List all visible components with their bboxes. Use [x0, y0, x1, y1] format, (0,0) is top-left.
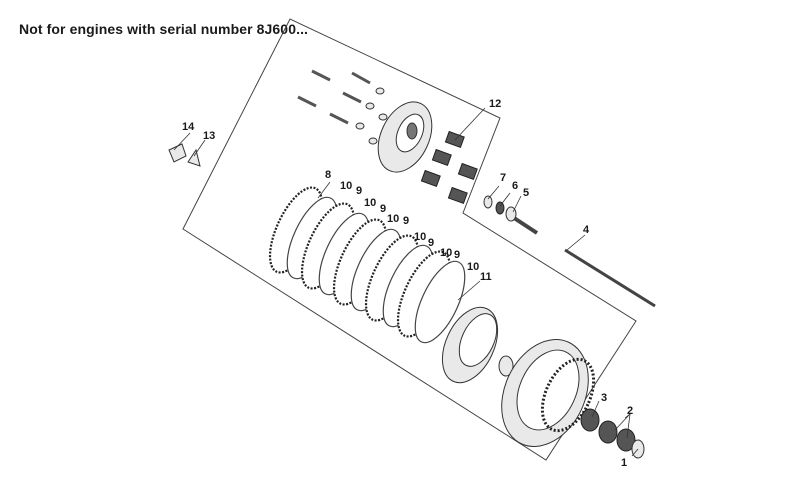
- bolts-group: [297, 69, 371, 125]
- callout-4: 4: [583, 224, 590, 236]
- callout-9-b: 9: [380, 203, 386, 215]
- callout-14: 14: [182, 121, 195, 133]
- bearings-group: [580, 408, 645, 459]
- diagram-note: Not for engines with serial number 8J600…: [19, 21, 309, 37]
- clutch-basket: [501, 339, 596, 447]
- push-rod: [564, 248, 656, 308]
- clutch-springs: [420, 130, 478, 205]
- callout-10-f: 10: [467, 261, 479, 273]
- callout-7: 7: [500, 172, 506, 184]
- callout-8: 8: [325, 169, 331, 181]
- callout-2: 2: [627, 405, 633, 417]
- callout-6: 6: [512, 180, 518, 192]
- callout-13: 13: [203, 130, 215, 142]
- callout-1: 1: [621, 457, 627, 469]
- callout-12: 12: [489, 98, 501, 110]
- leader-lines: [173, 107, 639, 457]
- clutch-plate-stack: [268, 186, 466, 344]
- callout-10-b: 10: [364, 197, 376, 209]
- pressure-plate: [377, 101, 433, 173]
- callout-10-e: 10: [440, 247, 452, 259]
- callout-9-e: 9: [454, 249, 460, 261]
- callout-9-c: 9: [403, 215, 409, 227]
- callout-11: 11: [480, 271, 492, 283]
- callout-5: 5: [523, 187, 529, 199]
- callout-3: 3: [601, 392, 607, 404]
- callout-10-c: 10: [387, 213, 399, 225]
- clutch-inner-hub: [441, 306, 514, 384]
- callout-10-d: 10: [414, 231, 426, 243]
- callout-9-d: 9: [428, 237, 434, 249]
- assembly-frame: [182, 18, 637, 461]
- washers-group: [355, 87, 388, 145]
- callout-10-a: 10: [340, 180, 352, 192]
- callout-9-a: 9: [356, 185, 362, 197]
- parts-13-14: [168, 143, 201, 167]
- parts-5-6-7: [483, 195, 539, 235]
